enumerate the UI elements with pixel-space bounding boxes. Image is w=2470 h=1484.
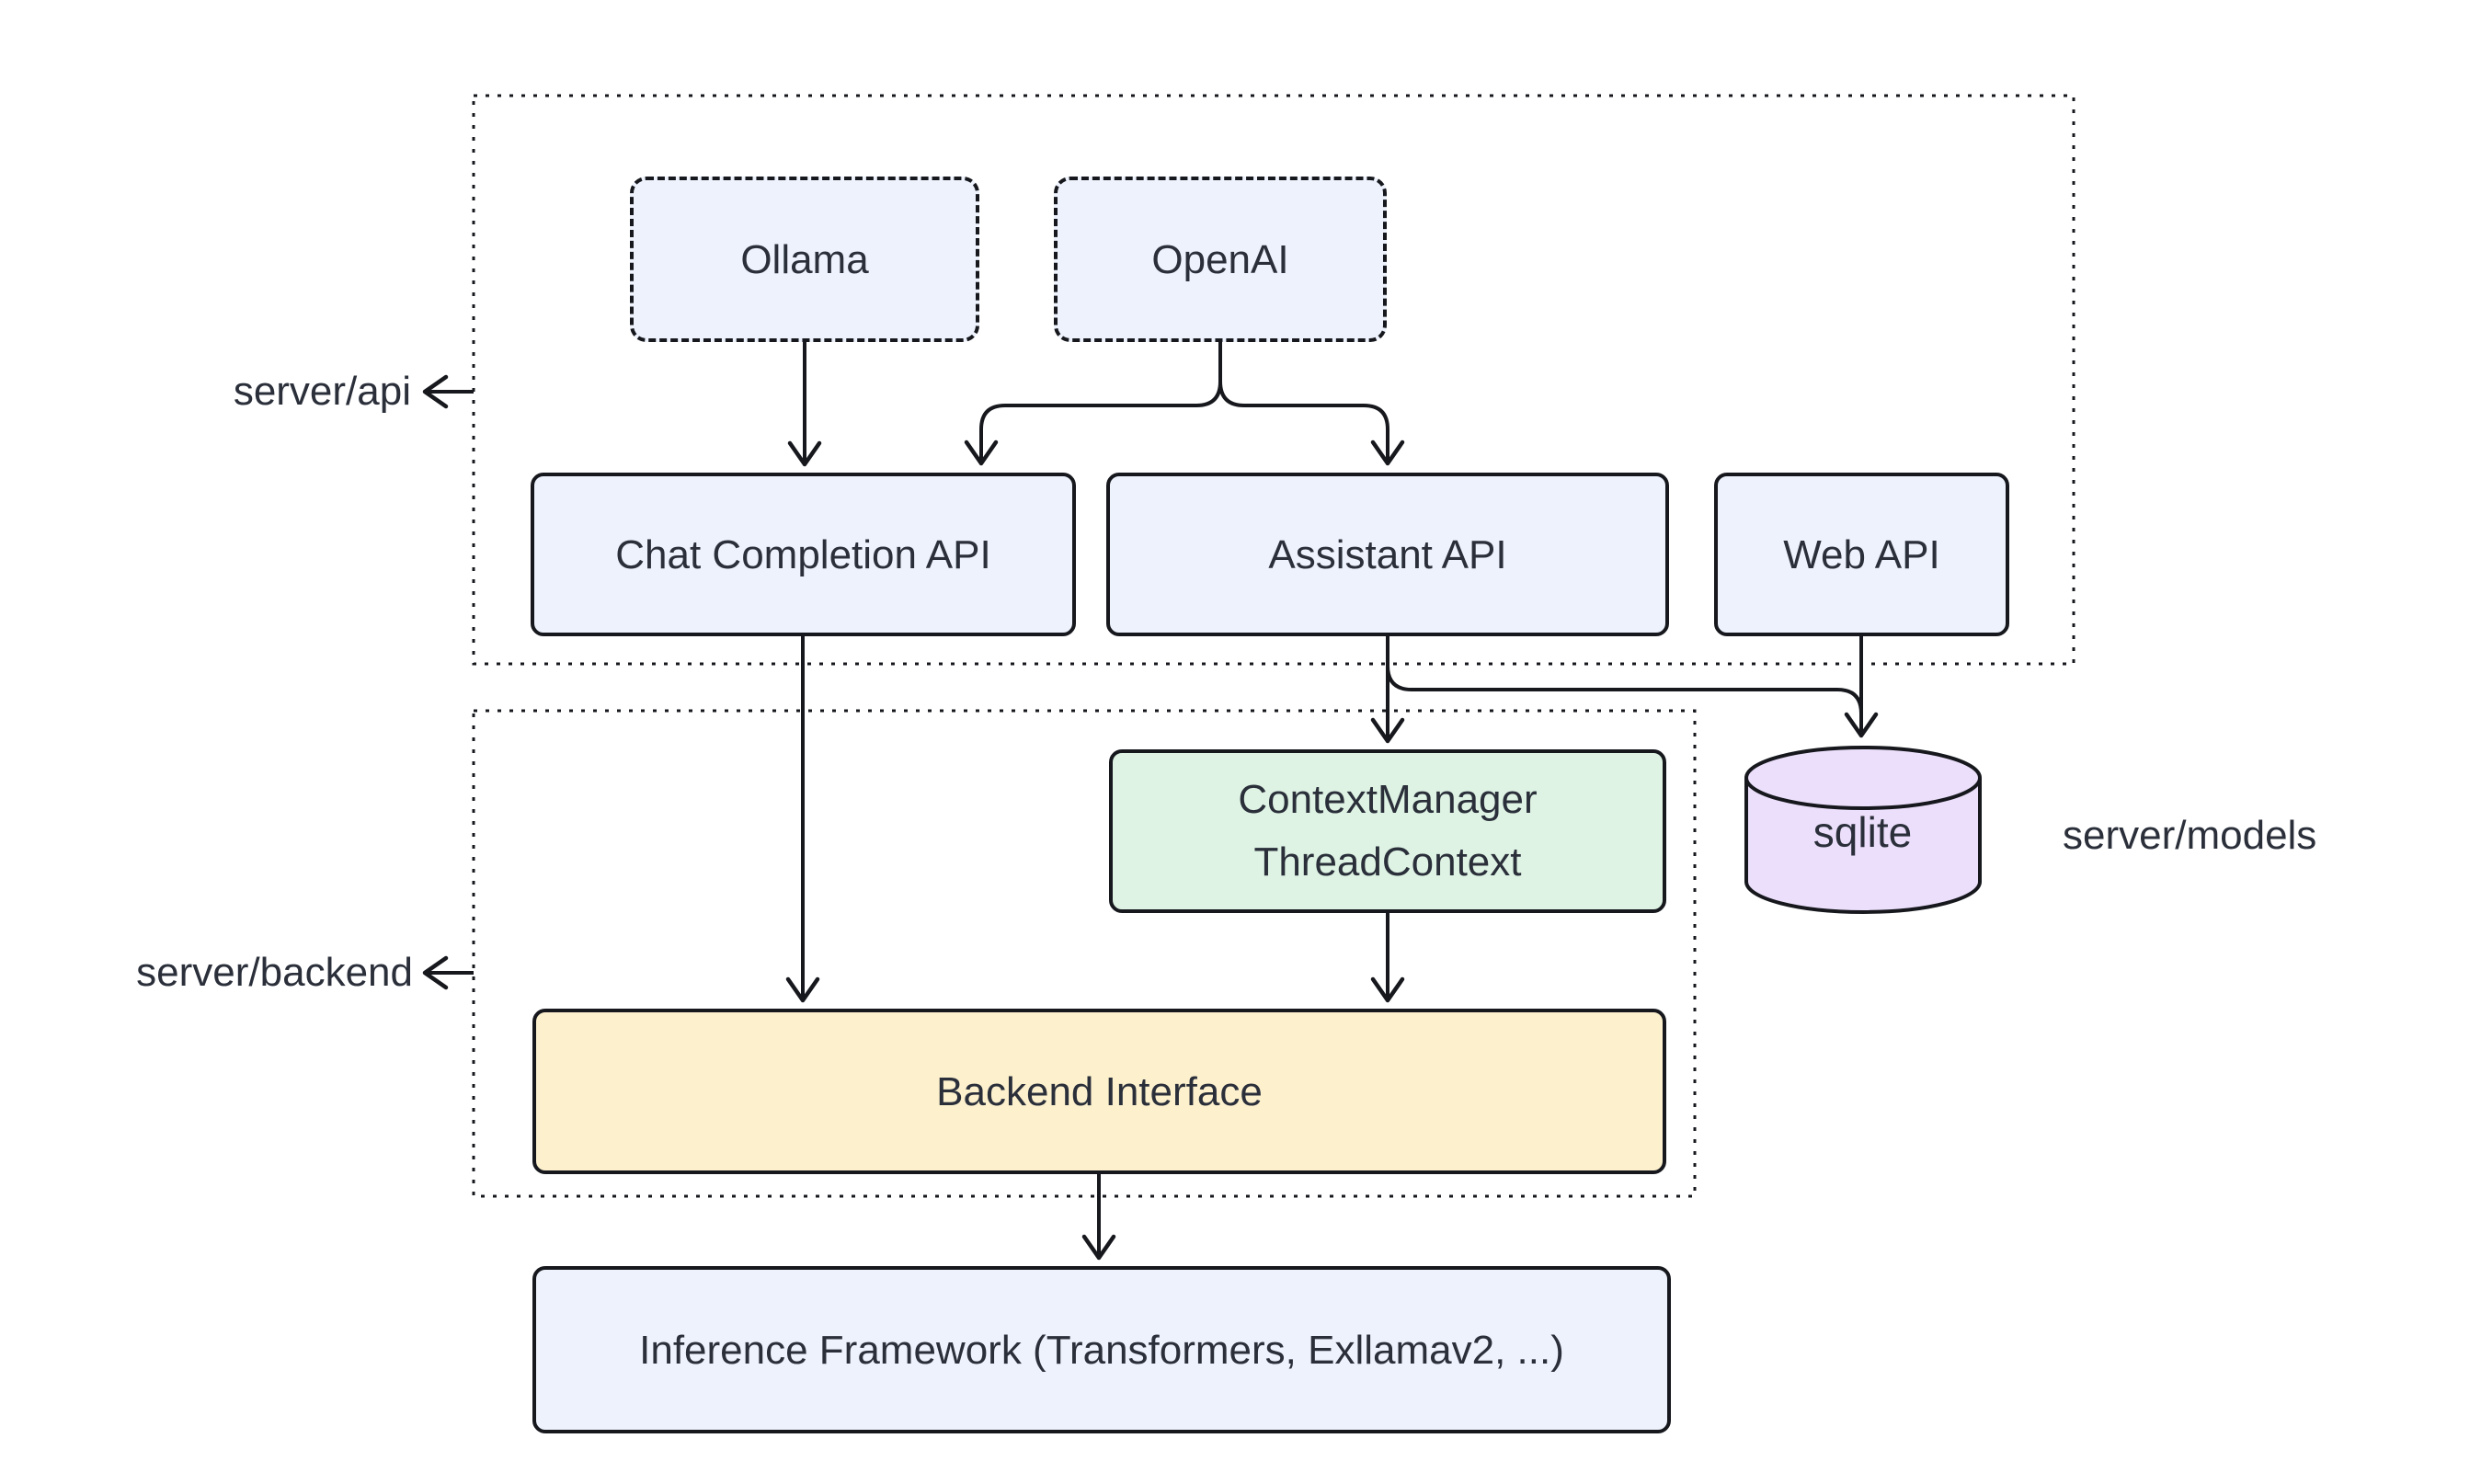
sqlite-cylinder-icon xyxy=(1744,746,1982,914)
node-backend-interface-label: Backend Interface xyxy=(936,1068,1263,1114)
node-openai: OpenAI xyxy=(1054,177,1387,342)
node-context-manager-label: ContextManager ThreadContext xyxy=(1238,769,1537,894)
node-inference-framework-label: Inference Framework (Transformers, Exlla… xyxy=(639,1327,1564,1373)
node-ollama: Ollama xyxy=(630,177,979,342)
edge-openai-to-chat-completion-api xyxy=(964,340,1222,466)
context-manager-line1: ContextManager xyxy=(1238,776,1538,822)
node-chat-completion-api: Chat Completion API xyxy=(531,473,1076,636)
node-assistant-api: Assistant API xyxy=(1106,473,1669,636)
region-label-server-models: server/models xyxy=(2063,813,2317,858)
region-label-server-backend: server/backend xyxy=(136,950,413,995)
region-label-server-api: server/api xyxy=(233,369,411,414)
node-ollama-label: Ollama xyxy=(740,236,869,282)
node-web-api: Web API xyxy=(1714,473,2009,636)
node-sqlite-label: sqlite xyxy=(1812,808,1913,856)
node-web-api-label: Web API xyxy=(1783,531,1940,577)
region-server-api xyxy=(472,94,2075,666)
node-openai-label: OpenAI xyxy=(1151,236,1289,282)
node-inference-framework: Inference Framework (Transformers, Exlla… xyxy=(532,1266,1671,1433)
edge-openai-to-assistant-api xyxy=(1218,340,1405,466)
region-server-backend xyxy=(472,709,1697,1198)
context-manager-line2: ThreadContext xyxy=(1253,839,1522,885)
node-context-manager: ContextManager ThreadContext xyxy=(1109,749,1666,913)
node-backend-interface: Backend Interface xyxy=(532,1009,1666,1174)
node-chat-completion-api-label: Chat Completion API xyxy=(615,531,991,577)
node-assistant-api-label: Assistant API xyxy=(1268,531,1507,577)
